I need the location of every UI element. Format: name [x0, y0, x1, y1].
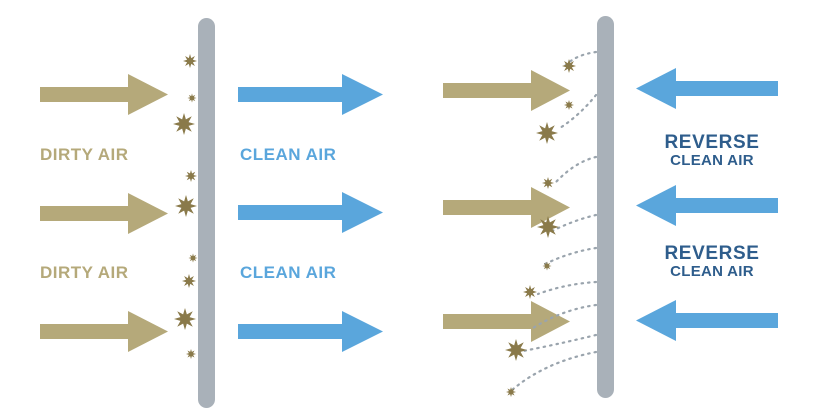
reverse-label-line2: CLEAN AIR: [670, 151, 754, 169]
clean-air-label-2: CLEAN AIR: [240, 263, 337, 282]
reverse-clean-air-label-2: REVERSE CLEAN AIR: [646, 244, 778, 280]
left-dirty-arrow-1: [40, 74, 168, 115]
dust-particle-icon: [506, 387, 516, 397]
dust-particle-icon: [186, 349, 196, 359]
reverse-arrow-3: [636, 300, 778, 341]
dust-particle-icon: [542, 177, 554, 189]
left-clean-arrow-1: [238, 74, 383, 115]
right-dirty-arrow-1: [443, 70, 570, 111]
reverse-label-line1: REVERSE: [664, 243, 760, 264]
dust-particle-icon: [182, 274, 196, 288]
dust-particle-icon: [536, 122, 558, 144]
right-filter-bar: [597, 16, 614, 398]
left-clean-arrow-2: [238, 192, 383, 233]
left-clean-arrow-3: [238, 311, 383, 352]
dust-particle-icon: [174, 308, 196, 330]
dirty-air-label-2: DIRTY AIR: [40, 263, 129, 282]
dirty-air-label-1: DIRTY AIR: [40, 145, 129, 164]
particles-layer: [173, 54, 576, 397]
dust-particle-icon: [542, 261, 552, 271]
right-dirty-arrow-3: [443, 301, 570, 342]
reverse-label-line2: CLEAN AIR: [670, 262, 754, 280]
dust-particle-icon: [185, 170, 197, 182]
dust-particle-icon: [187, 93, 197, 103]
left-dirty-arrow-2: [40, 193, 168, 234]
dust-particle-icon: [183, 54, 197, 68]
dust-particle-icon: [175, 195, 197, 217]
dust-particle-icon: [537, 216, 559, 238]
reverse-arrow-2: [636, 185, 778, 226]
dust-particle-icon: [173, 113, 195, 135]
right-dirty-arrow-2: [443, 187, 570, 228]
dust-particle-icon: [564, 100, 574, 110]
clean-air-label-1: CLEAN AIR: [240, 145, 337, 164]
dust-particle-icon: [188, 253, 198, 263]
left-dirty-arrow-3: [40, 311, 168, 352]
dust-particle-icon: [562, 59, 576, 73]
dust-particle-icon: [523, 285, 537, 299]
left-filter-bar: [198, 18, 215, 408]
reverse-label-line1: REVERSE: [664, 132, 760, 153]
dust-particle-icon: [505, 339, 527, 361]
reverse-arrow-1: [636, 68, 778, 109]
reverse-clean-air-label-1: REVERSE CLEAN AIR: [646, 133, 778, 169]
